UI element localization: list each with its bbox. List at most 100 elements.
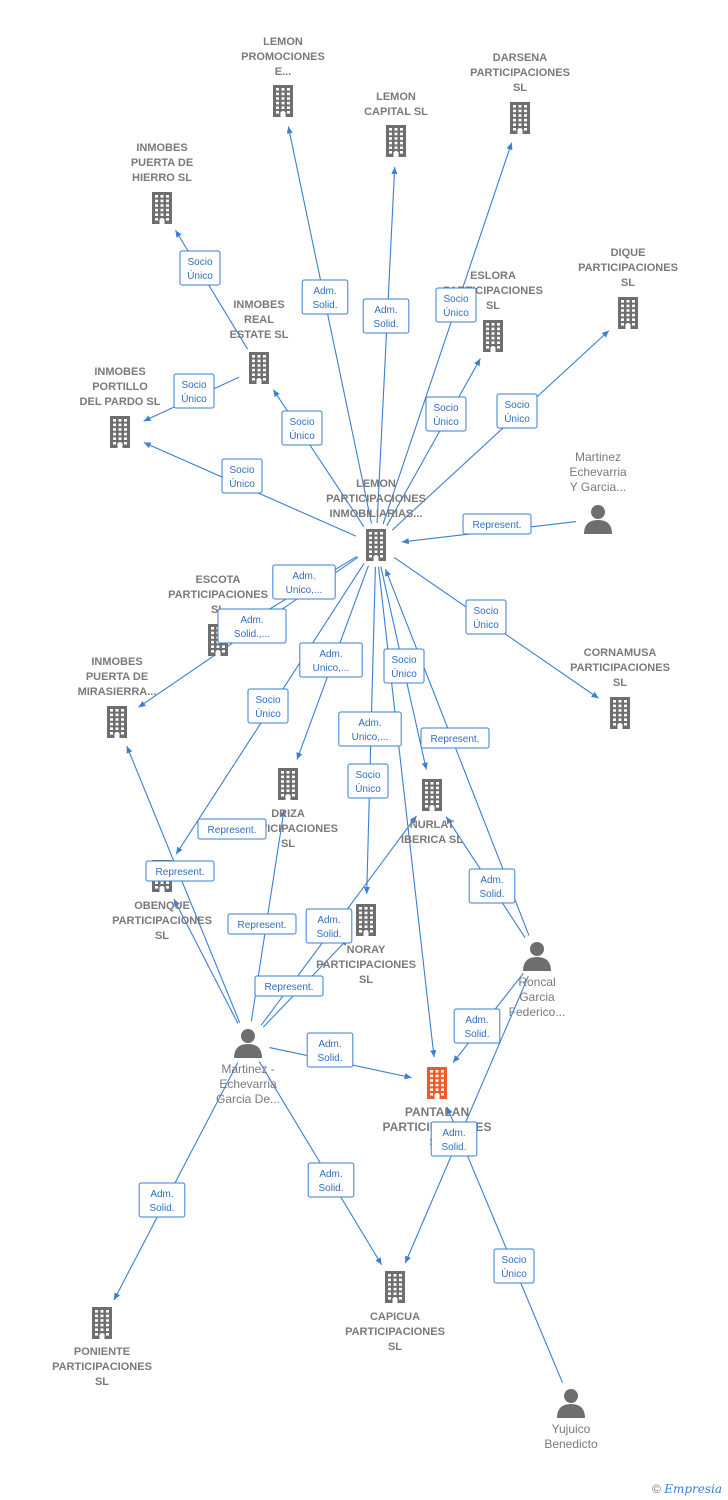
node-label-line: SL [155, 930, 169, 942]
node-label-line: LEMON [356, 478, 396, 490]
node-label-line: CORNAMUSA [584, 647, 657, 659]
edge-martinez_mid-to-poniente [113, 1062, 239, 1301]
node-label-line: SL [95, 1376, 109, 1388]
brand-logo[interactable]: Empresia [664, 1482, 722, 1496]
node-roncal[interactable]: RoncalGarciaFederico... [509, 942, 566, 1019]
edge-label-lemon_part-to-inmobes_mira[interactable]: Adm.Solid.,... [217, 608, 287, 644]
node-label-line: PONIENTE [74, 1346, 130, 1358]
node-label-line: LEMON [263, 36, 303, 48]
node-label-line: Roncal [518, 975, 555, 989]
node-label-line: Yujuico [552, 1422, 591, 1436]
edge-label-text: Único [181, 392, 207, 405]
edge-label-roncal-to-capicua[interactable]: Adm.Solid. [430, 1121, 478, 1157]
building-icon [110, 416, 130, 448]
node-label-line: Federico... [509, 1005, 566, 1019]
node-lemon_promo[interactable]: LEMONPROMOCIONESE... [241, 36, 325, 117]
building-icon [427, 1067, 447, 1099]
node-label-line: PANTALAN [405, 1105, 469, 1119]
node-label-line: Y Garcia... [570, 480, 626, 494]
edge-label-text: Unico,... [352, 732, 389, 743]
node-label-line: SL [621, 277, 635, 289]
edge-label-lemon_part-to-lemon_capital[interactable]: Adm.Solid. [362, 298, 410, 334]
node-lemon_part[interactable]: LEMONPARTICIPACIONESINMOBILIARIAS... [326, 478, 426, 561]
edge-label-martinez_mid-to-poniente[interactable]: Adm.Solid. [138, 1182, 186, 1218]
edge-label-text: Socio [355, 770, 380, 781]
building-icon [273, 85, 293, 117]
edge-label-roncal-to-lemon_part[interactable]: Represent. [420, 727, 490, 749]
building-icon [356, 904, 376, 936]
node-label-line: PARTICIPACIONES [326, 493, 426, 505]
edge-label-lemon_part-to-noray[interactable]: Adm.Unico,... [338, 711, 402, 747]
edge-label-box [347, 763, 389, 799]
edge-label-text: Unico,... [286, 585, 323, 596]
edge-lemon_part-to-eslora [386, 358, 481, 527]
node-label-line: PARTICIPACIONES [168, 589, 268, 601]
edge-label-box [453, 1008, 501, 1044]
building-icon [366, 529, 386, 561]
node-label-line: INMOBES [91, 656, 142, 668]
building-icon [422, 779, 442, 811]
building-icon [92, 1307, 112, 1339]
node-label-line: INMOBES [233, 299, 284, 311]
edge-label-text: Solid. [464, 1029, 489, 1040]
edge-label-martinez_top-to-lemon_part[interactable]: Represent. [462, 513, 532, 535]
edge-martinez_mid-to-inmobes_mira [126, 745, 241, 1023]
person-icon [523, 942, 551, 971]
edge-label-roncal-to-nurlat[interactable]: Adm.Solid. [468, 868, 516, 904]
copyright-symbol: © [652, 1482, 661, 1496]
edge-label-martinez_mid-to-capicua[interactable]: Adm.Solid. [307, 1162, 355, 1198]
node-label-line: PARTICIPACIONES [570, 662, 670, 674]
edge-label-text: Adm. [317, 915, 340, 926]
edge-label-roncal-to-pantalan[interactable]: Adm.Solid. [453, 1008, 501, 1044]
edge-label-text: Único [255, 707, 281, 720]
node-label-line: PARTICIPACIONES [112, 915, 212, 927]
edge-label-lemon_part-to-lemon_promo[interactable]: Adm.Solid. [301, 279, 349, 315]
edge-label-martinez_mid-to-obenque[interactable]: Represent. [145, 860, 215, 882]
building-icon [386, 125, 406, 157]
building-icon [610, 697, 630, 729]
node-label-line: HIERRO SL [132, 172, 192, 184]
edge-label-box [281, 410, 323, 446]
edge-label-martinez_mid-to-driza[interactable]: Represent. [227, 913, 297, 935]
edge-label-martinez_mid-to-nurlat[interactable]: Represent. [254, 975, 324, 997]
edge-label-lemon_part-to-driza[interactable]: Adm.Unico,... [299, 642, 363, 678]
person-icon [234, 1029, 262, 1058]
node-label-line: PARTICIPACIONES [470, 67, 570, 79]
edge-label-lemon_part-to-escota[interactable]: Adm.Unico,... [272, 564, 336, 600]
edge-label-text: Adm. [318, 1039, 341, 1050]
edge-label-martinez_mid-to-pantalan[interactable]: Adm.Solid. [306, 1032, 354, 1068]
node-label-line: ESCOTA [195, 574, 240, 586]
node-label-line: PUERTA DE [131, 157, 193, 169]
edge-label-martinez_mid-to-inmobes_mira[interactable]: Represent. [197, 818, 267, 840]
edge-label-martinez_mid-to-noray[interactable]: Adm.Solid. [305, 908, 353, 944]
node-label-line: REAL [244, 314, 274, 326]
